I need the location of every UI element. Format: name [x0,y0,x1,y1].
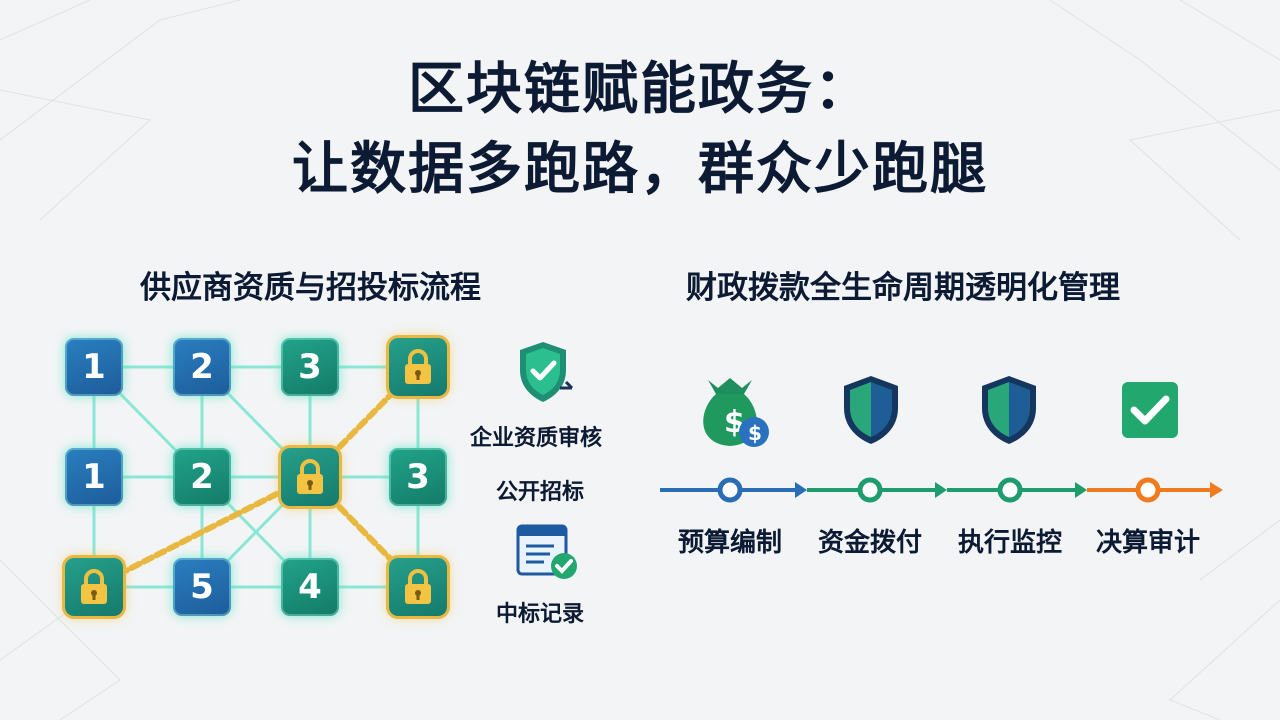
grid-node-label: 2 [190,457,214,497]
right-section-title: 财政拨款全生命周期透明化管理 [686,270,1120,306]
grid-node-label: 2 [190,347,214,387]
grid-node-label: 1 [82,347,106,387]
checkbox-icon [1122,382,1178,438]
stage-label-audit: 决算审计 [1095,528,1200,558]
left-section-title: 供应商资质与招投标流程 [140,270,481,306]
grid-node-label: 4 [298,567,322,607]
stage-label-budget: 预算编制 [677,528,782,558]
grid-node-3: 3 [281,338,339,396]
grid-node-4: 4 [281,558,339,616]
grid-node-label: 5 [190,567,214,607]
grid-node-label: 3 [298,347,322,387]
document-check-icon [516,524,577,579]
padlock-icon [81,569,107,604]
shield-icon [844,376,898,444]
svg-text:$: $ [748,421,762,445]
main-title-line-1: 区块链赋能政务： [408,57,872,122]
grid-node-1: 1 [65,338,123,396]
grid-node-2: 2 [173,338,231,396]
grid-node-lock [65,558,123,616]
step-label-winning-record: 中标记录 [496,602,585,627]
budget-lifecycle-timeline [660,477,1223,503]
shield-check-icon [520,342,574,402]
step-label-qualification: 企业资质审核 [470,426,603,451]
padlock-icon [405,349,431,384]
stage-label-monitoring: 执行监控 [957,528,1062,558]
padlock-icon [405,569,431,604]
main-title-line-2: 让数据多跑路，群众少跑腿 [292,137,988,202]
grid-node-lock [281,448,339,506]
padlock-icon [297,459,323,494]
grid-node-2: 2 [173,448,231,506]
grid-node-5: 5 [173,558,231,616]
grid-node-lock [389,558,447,616]
grid-node-lock [389,338,447,396]
money-bag-icon: $ $ [703,378,769,447]
grid-node-1: 1 [65,448,123,506]
stage-label-allocation: 资金拨付 [817,528,922,558]
grid-node-3: 3 [389,448,447,506]
grid-node-label: 3 [406,457,430,497]
grid-node-label: 1 [82,457,106,497]
step-label-public-bidding: 公开招标 [496,480,585,505]
shield-icon [982,376,1036,444]
